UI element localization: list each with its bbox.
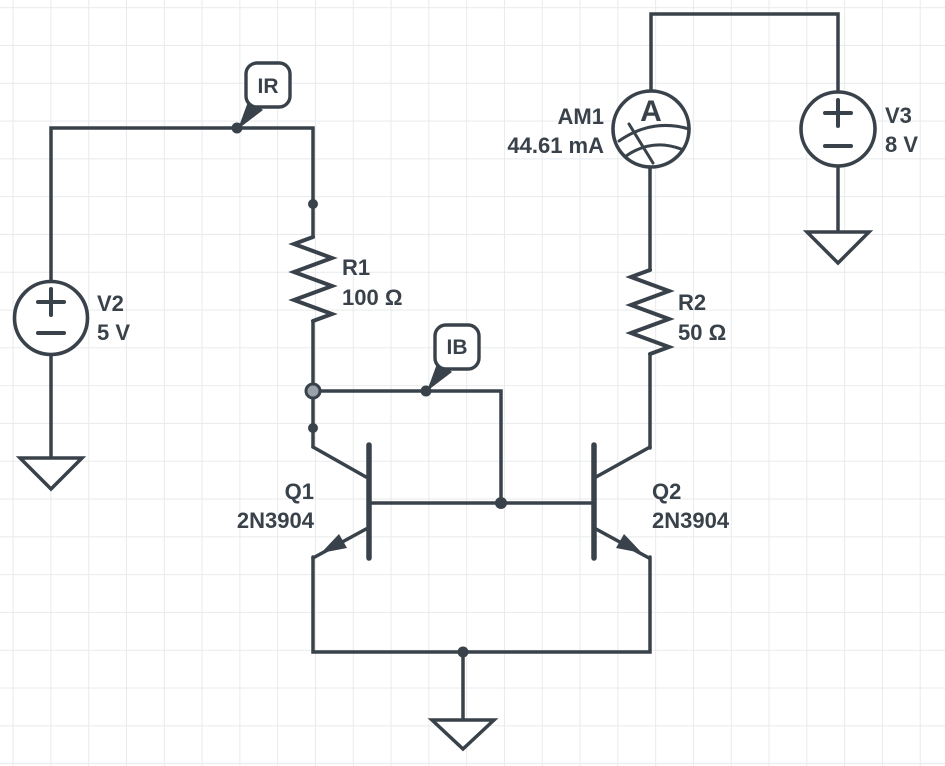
current-flag-ir[interactable]: IR [231,61,292,134]
v3-value-label: 8 V [885,132,918,157]
v2-plus-icon [36,287,66,317]
r1-value-label: 100 Ω [342,285,402,310]
ib-flag-label: IB [447,336,468,359]
wires[interactable] [49,12,840,723]
junction-dot-q1-collector [308,423,318,433]
q1-collector-lead [311,445,368,479]
ground-v3[interactable] [802,230,874,266]
resistor-r1[interactable]: R1 100 Ω [288,235,402,323]
ir-flag-label: IR [258,75,279,98]
ground-emitters[interactable] [427,718,499,752]
wire-top-rail[interactable] [649,12,840,94]
q2-emitter-arrow-icon [616,534,642,553]
junctions [304,199,507,658]
resistor-r2[interactable]: R2 50 Ω [625,268,726,356]
ir-flag-box[interactable] [244,61,292,109]
v2-value-label: 5 V [97,320,130,345]
am1-value-label: 44.61 mA [507,133,604,158]
am1-ref-label: AM1 [558,104,604,129]
ground-v2-triangle-icon [15,456,87,492]
q2-value-label: 2N3904 [652,508,730,533]
v3-plus-icon [823,98,853,128]
ib-probe-dot [420,385,432,397]
r1-ref-label: R1 [342,255,370,280]
voltage-source-v3[interactable]: V3 8 V [799,90,918,168]
junction-dot-r1-top [308,199,318,209]
am1-needle [627,122,655,165]
v2-body-circle [12,279,90,357]
wire-ib-branch[interactable] [311,389,503,505]
transistor-q1[interactable]: Q1 2N3904 [237,442,372,561]
q1-value-label: 2N3904 [237,508,315,533]
wire-emitters-bottom[interactable] [311,555,652,654]
v2-ref-label: V2 [97,291,124,316]
ir-probe-dot [231,122,243,134]
node-circle-r1-bottom[interactable] [304,382,322,400]
v3-body-circle [799,90,877,168]
q2-collector-lead [594,445,652,479]
ib-flag-box[interactable] [433,323,481,371]
r2-zigzag [625,268,675,356]
q1-emitter-arrow-icon [321,534,347,553]
q2-ref-label: Q2 [652,479,681,504]
r2-ref-label: R2 [678,290,706,315]
transistor-q2[interactable]: Q2 2N3904 [591,442,730,561]
r1-zigzag [288,235,338,323]
ground-v3-triangle-icon [802,230,874,266]
voltage-source-v2[interactable]: V2 5 V [12,279,131,357]
ground-v2[interactable] [15,456,87,492]
current-flag-ib[interactable]: IB [420,323,481,397]
am1-gauge-arc-lower [624,143,683,158]
am1-gauge-arc-upper [617,123,691,143]
am1-meter-letter: A [640,95,662,128]
junction-dot-bottom-ground [457,646,469,658]
q1-ref-label: Q1 [285,479,314,504]
r2-value-label: 50 Ω [678,320,726,345]
ammeter-am1[interactable]: A AM1 44.61 mA [507,89,691,169]
junction-dot-base-wire [495,497,507,509]
ground-emitters-triangle-icon [427,718,499,752]
wire-v2-to-r1[interactable] [49,126,315,285]
v3-ref-label: V3 [885,103,912,128]
